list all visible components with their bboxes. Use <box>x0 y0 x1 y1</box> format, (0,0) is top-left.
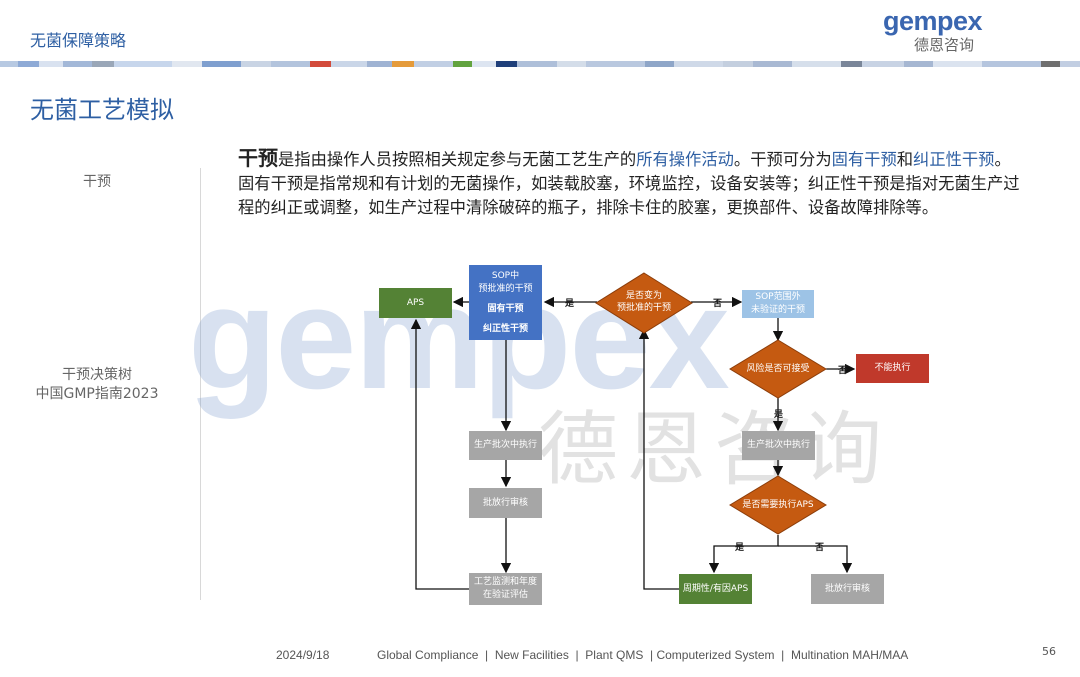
sidebar-label-decision-tree: 干预决策树 中国GMP指南2023 <box>27 366 167 404</box>
risk-acceptable-diamond <box>729 339 827 399</box>
definition-paragraph: 干预是指由操作人员按照相关规定参与无菌工艺生产的所有操作活动。干预可分为固有干预… <box>238 146 1020 220</box>
yes-label: 是 <box>774 410 784 420</box>
footer-date: 2024/9/18 <box>276 648 330 662</box>
exec-in-batch-left-box: 生产批次中执行 <box>469 431 542 460</box>
inherent-intervention-label: 固有干预 <box>487 303 524 314</box>
process-monitoring-box: 工艺监测和年度 在验证评估 <box>469 573 542 605</box>
term-intervention: 干预 <box>238 146 278 170</box>
outside-sop-line-2: 未验证的干预 <box>750 305 805 315</box>
no-label: 否 <box>815 543 825 553</box>
batch-release-right-box: 批放行审核 <box>811 574 884 604</box>
decision-changed-text: 是否变为 预批准的干预 <box>605 290 683 314</box>
need-aps-diamond <box>729 475 827 535</box>
sop-line-1: SOP中 <box>491 270 520 281</box>
sidebar-label-decision-tree-title: 干预决策树 <box>62 367 132 383</box>
decorative-color-stripe <box>0 61 1080 67</box>
cannot-execute-box: 不能执行 <box>856 354 929 383</box>
sidebar-divider <box>200 168 201 600</box>
highlight-all-operations: 所有操作活动 <box>636 150 734 169</box>
highlight-inherent: 固有干预 <box>831 150 897 169</box>
monitoring-line-2: 在验证评估 <box>482 590 528 600</box>
text-segment: 是指由操作人员按照相关规定参与无菌工艺生产的 <box>278 150 637 169</box>
page-title: 无菌工艺模拟 <box>30 96 174 124</box>
decision-changed-line-1: 是否变为 <box>625 291 662 301</box>
outside-sop-box: SOP范围外 未验证的干预 <box>742 290 814 318</box>
outside-sop-line-1: SOP范围外 <box>755 292 801 302</box>
exec-in-batch-right-box: 生产批次中执行 <box>742 431 815 460</box>
need-aps-text: 是否需要执行APS <box>742 500 814 510</box>
monitoring-line-1: 工艺监测和年度 <box>473 577 537 587</box>
batch-release-left-box: 批放行审核 <box>469 488 542 518</box>
text-segment: 。固有干预是指常规和有计划的无菌操作，如装载胶塞，环境监控，设备安装等；纠正性干… <box>238 150 1020 217</box>
highlight-corrective: 纠正性干预 <box>913 150 995 169</box>
gempex-logo: gempex <box>882 6 983 36</box>
page-number: 56 <box>1042 645 1056 658</box>
yes-label: 是 <box>735 543 745 553</box>
decision-changed-diamond <box>595 272 693 334</box>
footer-tagline: Global Compliance | New Facilities | Pla… <box>377 648 909 662</box>
aps-box: APS <box>379 288 452 318</box>
periodic-aps-box: 周期性/有因APS <box>679 574 752 604</box>
corrective-intervention-label: 纠正性干预 <box>482 323 528 334</box>
no-label: 否 <box>713 299 723 309</box>
section-title: 无菌保障策略 <box>30 31 127 50</box>
sop-intervention-box: SOP中 预批准的干预 固有干预 纠正性干预 <box>469 265 542 340</box>
risk-acceptable-text: 风险是否可接受 <box>746 364 810 374</box>
text-segment: 和 <box>896 150 914 169</box>
text-segment: 。干预可分为 <box>733 150 832 169</box>
sidebar-label-guideline: 中国GMP指南2023 <box>35 386 159 402</box>
yes-label: 是 <box>565 299 575 309</box>
decision-changed-line-2: 预批准的干预 <box>616 303 671 313</box>
sidebar-label-intervention: 干预 <box>83 174 111 190</box>
no-label: 否 <box>838 366 848 376</box>
watermark-cn: 德恩咨询 <box>538 403 890 496</box>
sop-line-2: 预批准的干预 <box>478 283 533 294</box>
logo-subtitle: 德恩咨询 <box>914 36 975 54</box>
